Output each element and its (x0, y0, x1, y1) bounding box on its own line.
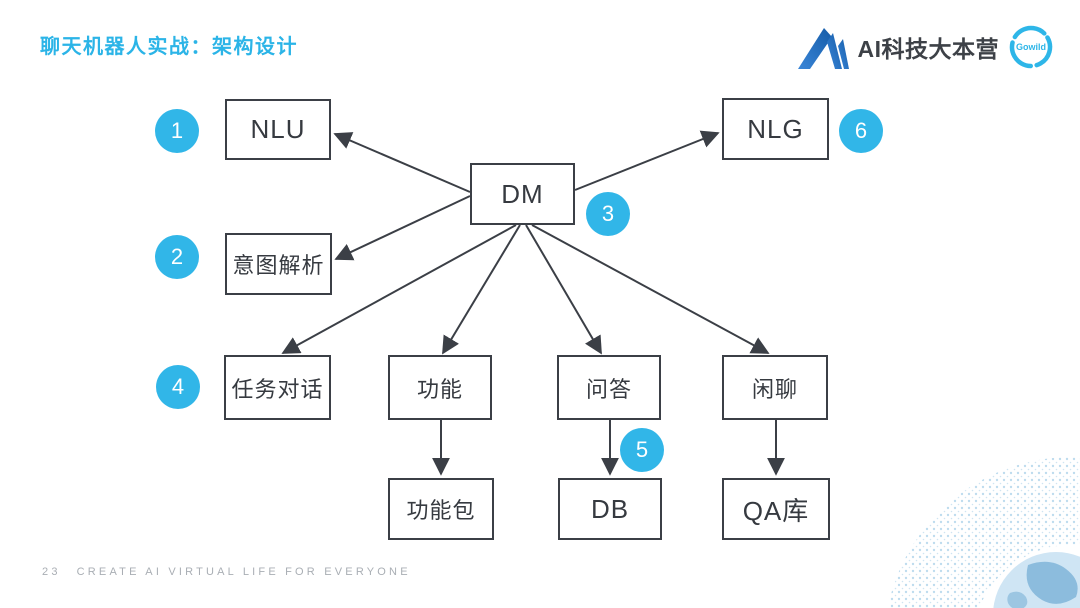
edge-dm-to-nlg (574, 130, 720, 191)
footer-tagline: CREATE AI VIRTUAL LIFE FOR EVERYONE (76, 566, 411, 578)
node-intent-parse: 意图解析 (225, 233, 332, 295)
edge-dm-to-function (442, 224, 521, 355)
footer: 23 CREATE AI VIRTUAL LIFE FOR EVERYONE (42, 566, 411, 578)
node-db: DB (558, 478, 662, 540)
node-label: DM (501, 178, 544, 209)
step-badge-4: 4 (156, 365, 200, 409)
node-label: QA库 (742, 495, 810, 526)
step-badge-6: 6 (839, 109, 883, 153)
page-title: 聊天机器人实战：架构设计 (40, 36, 298, 58)
edge-dm-to-task-dialog (281, 224, 517, 354)
node-label: 问答 (585, 376, 632, 402)
brand-logo: AI科技大本营 Gowild (797, 24, 1055, 70)
step-badge-3: 3 (586, 192, 630, 236)
gowild-logo-icon: Gowild (1009, 25, 1053, 69)
node-label: 功能包 (406, 498, 476, 523)
edge-dm-to-nlu (333, 132, 471, 193)
node-label: NLG (747, 113, 804, 144)
globe-watermark-icon (890, 457, 1080, 608)
edge-dm-to-chitchat (531, 224, 770, 354)
node-label: 闲聊 (751, 376, 798, 402)
node-qa: 问答 (557, 355, 661, 420)
page-number: 23 (42, 566, 61, 578)
node-label: DB (590, 493, 630, 524)
node-label: 意图解析 (232, 253, 325, 278)
node-label: 任务对话 (231, 376, 324, 402)
node-task-dialog: 任务对话 (224, 355, 331, 420)
node-function-pack: 功能包 (388, 478, 494, 540)
edge-dm-to-intent-parse (334, 195, 471, 261)
step-badge-2: 2 (155, 235, 199, 279)
node-label: 功能 (416, 376, 463, 402)
step-badge-5: 5 (620, 428, 664, 472)
node-nlu: NLU (225, 99, 331, 160)
gowild-logo-text: Gowild (1016, 42, 1046, 52)
edge-dm-to-qa (525, 224, 602, 355)
node-chitchat: 闲聊 (722, 355, 828, 420)
node-nlg: NLG (722, 98, 829, 160)
node-label: NLU (250, 114, 306, 144)
node-function: 功能 (388, 355, 492, 420)
ai-logo-mark-icon (797, 28, 849, 69)
step-badge-1: 1 (155, 109, 199, 153)
brand-logo-text: AI科技大本营 (857, 36, 999, 62)
node-qa-store: QA库 (722, 478, 830, 540)
node-dm: DM (470, 163, 575, 225)
